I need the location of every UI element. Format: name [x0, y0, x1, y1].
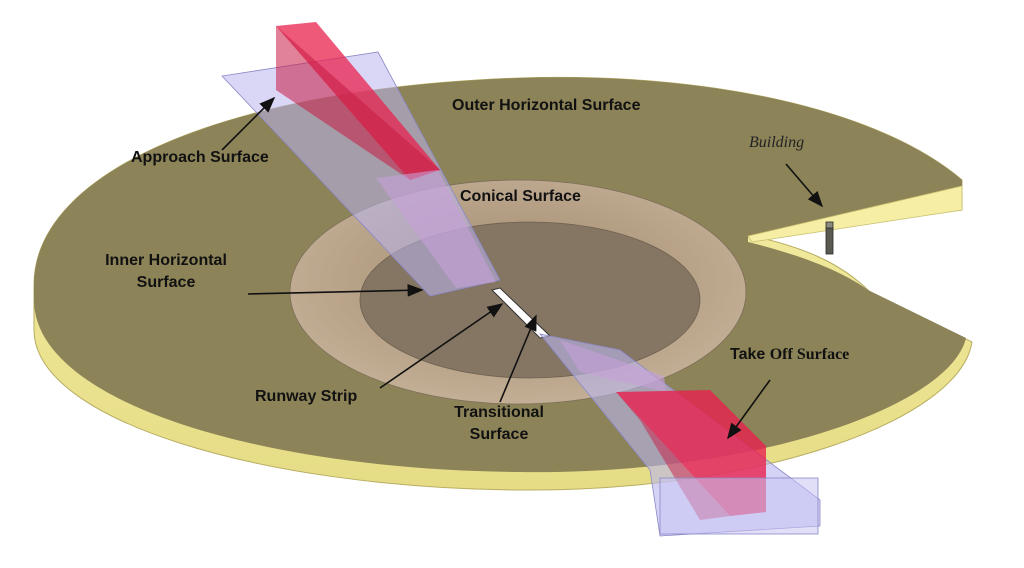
notch-wall: [747, 185, 963, 243]
arrow-runway: [379, 303, 504, 389]
label-take-off-rest: Off Surface: [769, 346, 850, 363]
label-outer-horizontal-surface: Outer Horizontal Surface: [452, 97, 641, 114]
label-transitional-line1: Transitional: [454, 404, 544, 421]
label-approach-surface: Approach Surface: [131, 149, 269, 166]
label-take-off-word: Take: [730, 346, 766, 363]
arrow-takeoff: [727, 379, 771, 440]
label-building: Building: [749, 134, 805, 151]
label-inner-horizontal-surface: Inner Horizontal Surface: [96, 250, 236, 294]
arrow-approach: [221, 96, 276, 151]
arrow-transitional: [499, 314, 537, 403]
building-icon: [825, 227, 834, 255]
label-take-off-surface: Take Off Surface: [730, 344, 849, 366]
label-runway-strip: Runway Strip: [255, 388, 358, 405]
label-transitional-surface: Transitional Surface: [444, 402, 554, 446]
arrow-building: [785, 163, 824, 208]
label-conical-surface: Conical Surface: [460, 188, 581, 205]
label-transitional-line2: Surface: [469, 426, 529, 443]
arrow-inner-horizontal: [247, 283, 424, 297]
label-inner-horizontal-line2: Surface: [136, 274, 196, 291]
label-inner-horizontal-line1: Inner Horizontal: [105, 252, 227, 269]
